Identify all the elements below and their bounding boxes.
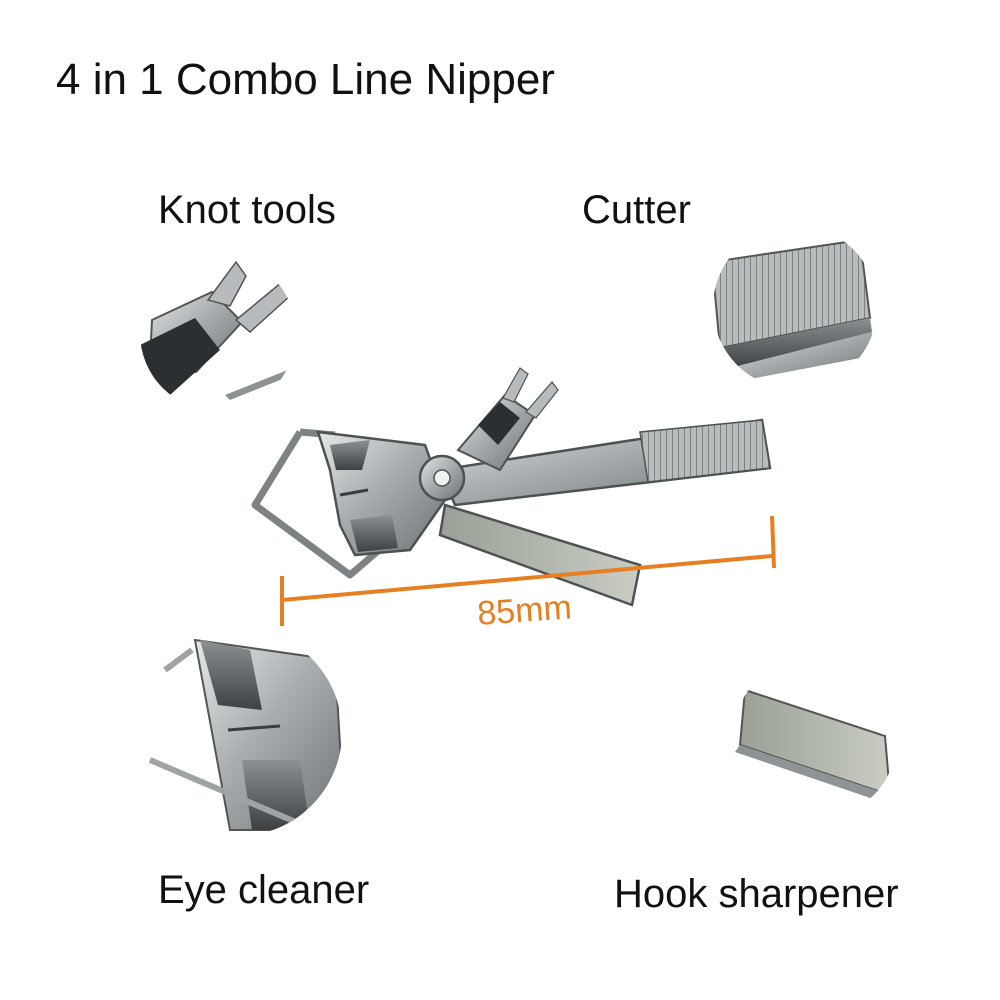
label-eye-cleaner: Eye cleaner	[158, 868, 370, 912]
label-cutter: Cutter	[582, 188, 691, 232]
label-knot-tools: Knot tools	[158, 188, 336, 232]
line-nipper-tool	[251, 367, 772, 607]
measurement-value: 85mm	[476, 588, 573, 633]
page-title: 4 in 1 Combo Line Nipper	[56, 55, 555, 104]
knot-tools-detail	[140, 255, 296, 411]
measurement-line	[280, 515, 776, 626]
hook-sharpener-detail	[733, 656, 897, 820]
eye-cleaner-detail	[134, 628, 342, 836]
label-hook-sharpener: Hook sharpener	[614, 872, 899, 916]
cutter-detail	[713, 225, 877, 389]
